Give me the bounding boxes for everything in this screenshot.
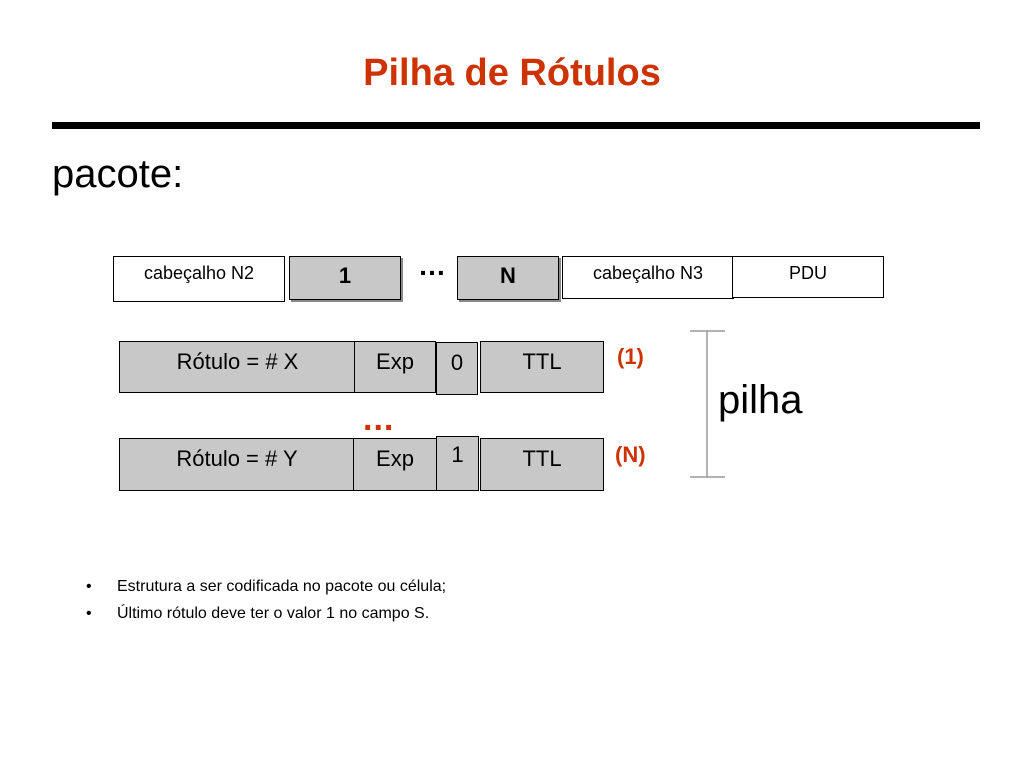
stack-bracket <box>690 330 725 478</box>
packet-header-n2: cabeçalho N2 <box>113 256 285 302</box>
stack-entry-n-s-bit: 1 <box>436 436 479 491</box>
stack-entry-1-s-bit: 0 <box>436 342 478 395</box>
packet-label-n: N <box>457 256 559 300</box>
stack-ellipsis: ... <box>363 400 395 438</box>
stack-entry-n-exp: Exp <box>353 438 437 491</box>
bullet-list: Estrutura a ser codificada no pacote ou … <box>80 578 446 632</box>
packet-ellipsis: … <box>418 250 448 281</box>
stack-entry-n-rotulo: Rótulo = # Y <box>119 438 355 491</box>
bullet-item: Último rótulo deve ter o valor 1 no camp… <box>80 605 446 623</box>
packet-label-1: 1 <box>289 256 401 300</box>
stack-entry-n-ttl: TTL <box>480 438 604 491</box>
packet-pdu: PDU <box>732 256 884 298</box>
page-title: Pilha de Rótulos <box>363 52 661 94</box>
stack-label-pilha: pilha <box>718 378 803 422</box>
stack-index-n: (N) <box>615 442 646 467</box>
stack-index-1: (1) <box>617 344 644 369</box>
stack-entry-1-ttl: TTL <box>480 341 604 393</box>
stack-entry-1-exp: Exp <box>354 341 436 393</box>
title-divider <box>52 122 980 129</box>
bullet-item: Estrutura a ser codificada no pacote ou … <box>80 578 446 596</box>
packet-header-n3: cabeçalho N3 <box>562 256 734 299</box>
section-label-pacote: pacote: <box>52 152 184 196</box>
stack-entry-1-rotulo: Rótulo = # X <box>119 341 356 393</box>
